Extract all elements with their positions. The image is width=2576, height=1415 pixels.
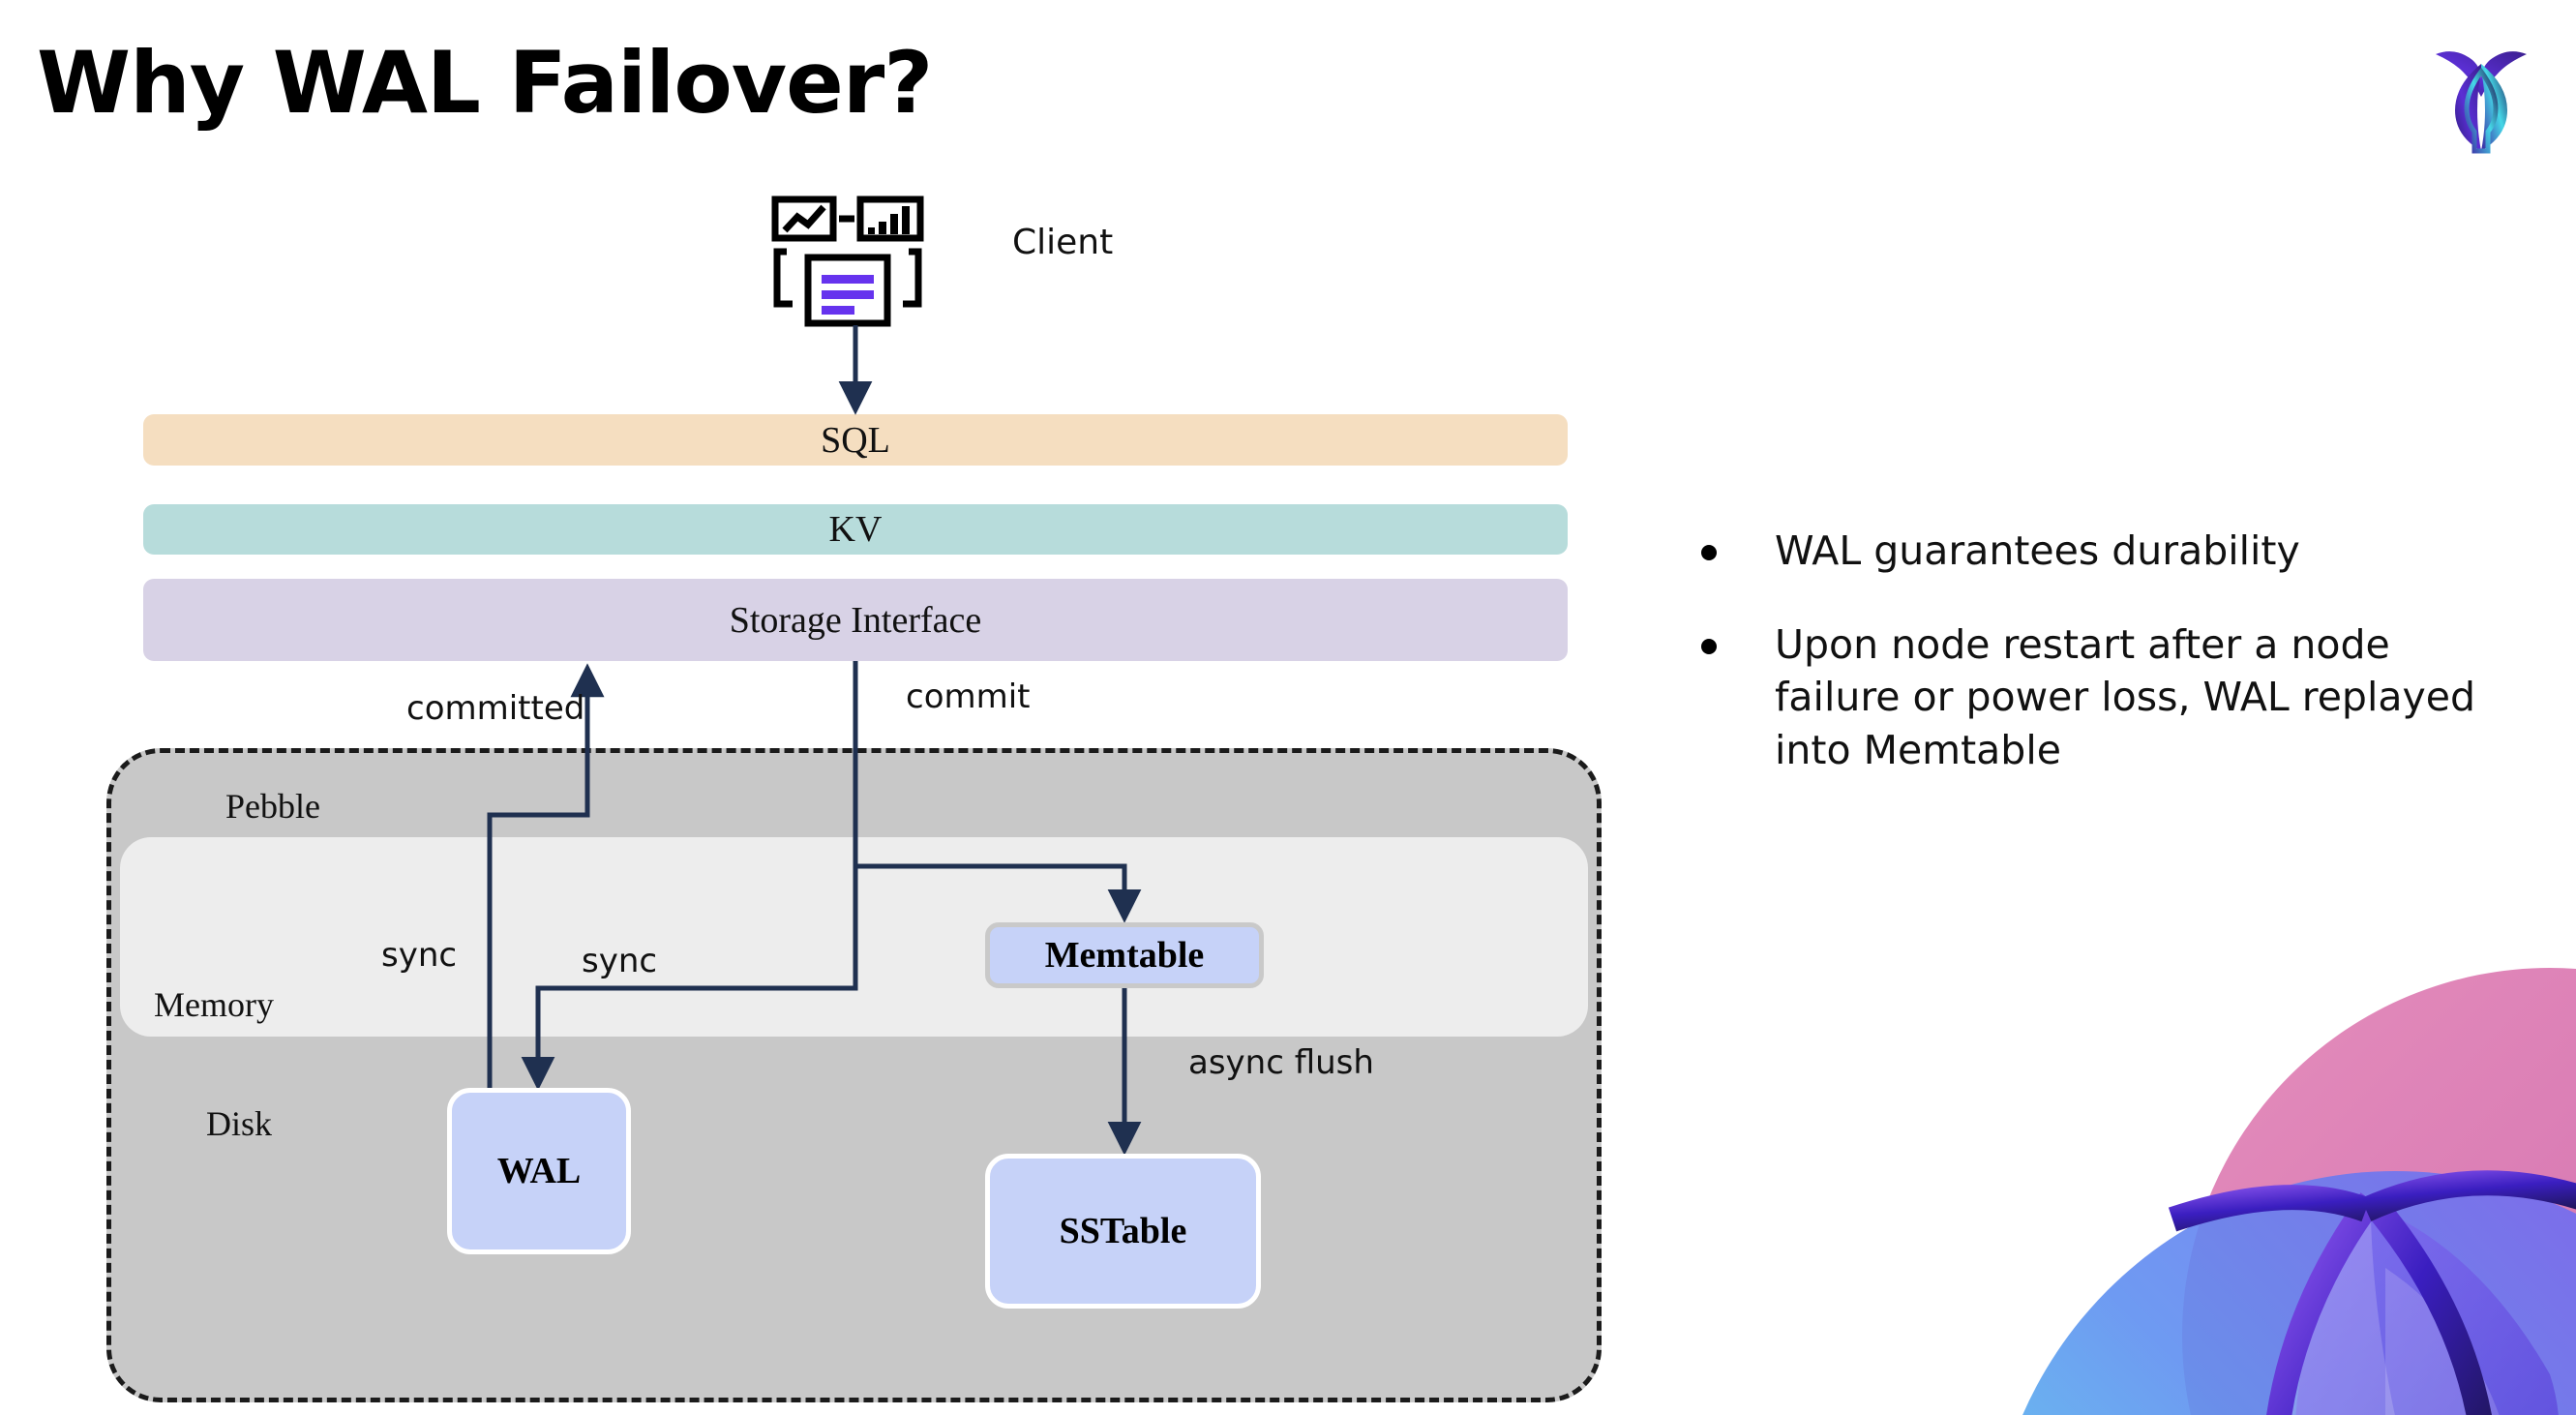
memory-panel [120, 837, 1588, 1037]
bullet-list: WAL guarantees durability Upon node rest… [1701, 525, 2514, 817]
memory-label: Memory [154, 985, 274, 1024]
edge-label-sync-right: sync [582, 942, 658, 980]
bullet-dot-icon [1701, 638, 1717, 654]
node-label-memtable: Memtable [1044, 935, 1205, 976]
list-item: Upon node restart after a node failure o… [1701, 618, 2514, 777]
edge-label-committed: committed [406, 689, 585, 728]
client-dashboard-icon [771, 196, 928, 331]
bullet-text: Upon node restart after a node failure o… [1775, 620, 2475, 773]
bullet-text: WAL guarantees durability [1775, 527, 2300, 574]
edge-label-sync-left: sync [381, 936, 458, 975]
layer-label-sql: SQL [821, 419, 890, 461]
layer-bar-kv: KV [143, 504, 1568, 555]
node-memtable[interactable]: Memtable [985, 922, 1264, 988]
list-item: WAL guarantees durability [1701, 525, 2514, 578]
client-label: Client [1012, 223, 1114, 262]
node-wal[interactable]: WAL [447, 1088, 631, 1254]
disk-label: Disk [206, 1104, 273, 1143]
cockroachdb-logo-icon [2416, 29, 2547, 155]
layer-bar-sql: SQL [143, 414, 1568, 466]
layer-bar-storage-interface: Storage Interface [143, 579, 1568, 661]
page-title: Why WAL Failover? [37, 33, 933, 133]
cockroachdb-watermark-icon [1931, 910, 2576, 1415]
pebble-label: Pebble [225, 787, 320, 826]
bullet-dot-icon [1701, 545, 1717, 560]
edge-label-async-flush: async flush [1188, 1043, 1374, 1082]
node-label-sstable: SSTable [1059, 1211, 1187, 1251]
node-label-wal: WAL [496, 1151, 582, 1191]
layer-label-kv: KV [828, 509, 883, 550]
node-sstable[interactable]: SSTable [985, 1154, 1261, 1309]
edge-label-commit: commit [906, 677, 1031, 716]
layer-label-storage-interface: Storage Interface [729, 599, 982, 641]
